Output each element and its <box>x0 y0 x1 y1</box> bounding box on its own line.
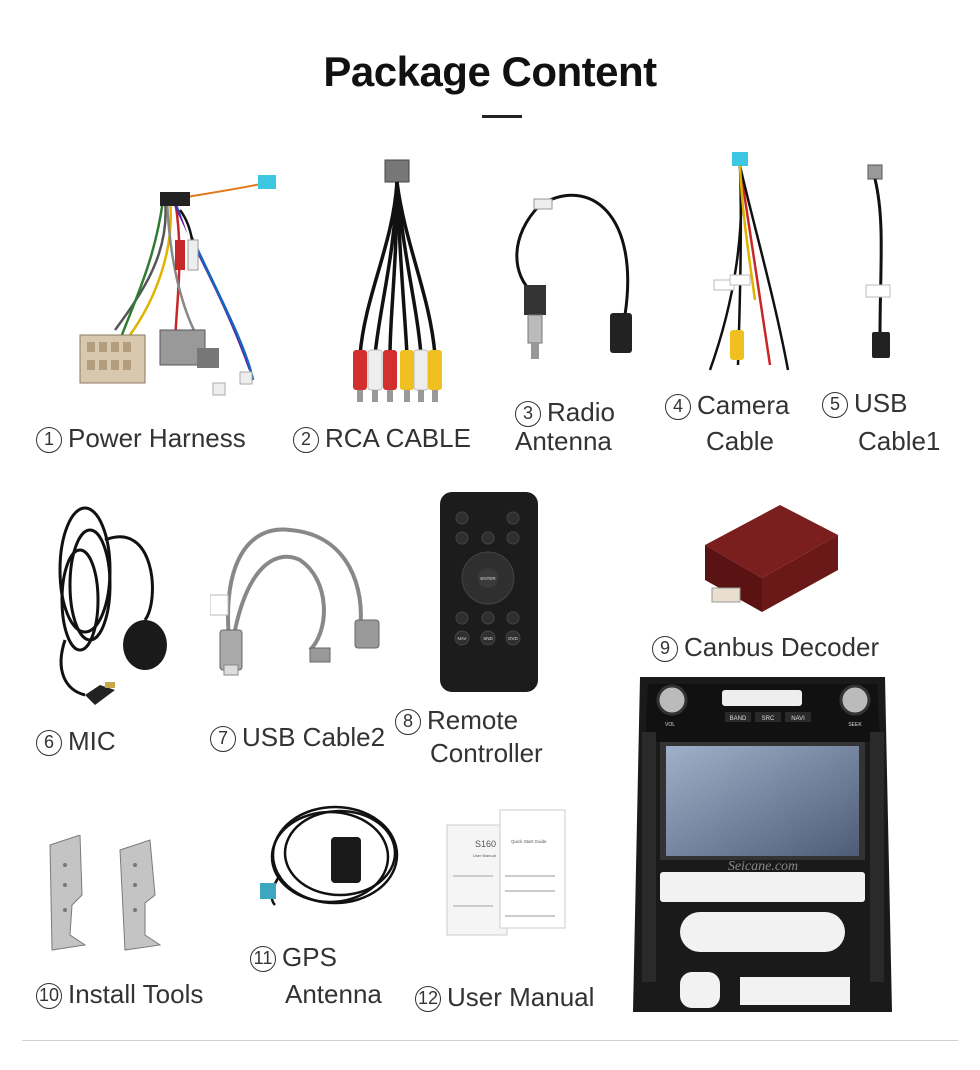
head-unit-band-button: BAND <box>730 716 747 722</box>
manual-quickstart-text: Quick Start Guide <box>511 839 547 844</box>
caption-gps-antenna-line2: Antenna <box>285 977 382 1011</box>
manual-model-text: S160 <box>475 839 496 849</box>
item-label: RCA CABLE <box>325 423 471 453</box>
usb-cable1-image <box>860 160 905 365</box>
caption-radio-antenna-line2: Antenna <box>515 424 612 458</box>
item-number-badge: 4 <box>665 394 691 420</box>
item-number-badge: 10 <box>36 983 62 1009</box>
item-number-badge: 5 <box>822 392 848 418</box>
item-number-badge: 8 <box>395 709 421 735</box>
caption-usb-cable1-line2: Cable1 <box>858 424 940 458</box>
item-label-line2: Controller <box>430 738 543 768</box>
item-label-line1: USB <box>854 388 908 418</box>
item-label: Install Tools <box>68 979 204 1009</box>
title-underline <box>482 115 522 118</box>
item-label: Canbus Decoder <box>684 632 880 662</box>
item-label: User Manual <box>447 982 595 1012</box>
item-number-badge: 2 <box>293 427 319 453</box>
caption-camera-cable-line2: Cable <box>706 424 774 458</box>
remote-enter-key: ENTER <box>480 576 496 581</box>
item-label-line2: Antenna <box>515 426 612 456</box>
item-label-line1: GPS <box>282 942 337 972</box>
item-label-line2: Antenna <box>285 979 382 1009</box>
item-label: Power Harness <box>68 423 246 453</box>
rca-cable-image <box>345 155 455 410</box>
item-label-line2: Cable1 <box>858 426 941 456</box>
head-unit-watermark: Seicane.com <box>728 859 798 874</box>
canbus-decoder-image <box>700 500 840 615</box>
head-unit-image: BAND SRC NAVI VOL SEEK Seicane.com <box>630 672 895 1017</box>
head-unit-vol-label: VOL <box>665 722 675 728</box>
install-tools-image <box>40 835 175 955</box>
mic-image <box>45 500 175 710</box>
item-number-badge: 9 <box>652 636 678 662</box>
item-label-line2: Cable <box>706 426 774 456</box>
user-manual-image: S160 User Manual Quick Start Guide <box>445 805 570 940</box>
item-label-line1: Radio <box>547 397 615 427</box>
item-label-line1: Remote <box>427 705 519 735</box>
caption-remote-controller-line2: Controller <box>430 736 543 770</box>
footer-divider <box>22 1040 958 1041</box>
remote-dvd-key: DVD <box>508 636 518 641</box>
usb-cable2-image <box>210 520 390 680</box>
manual-title-text: User Manual <box>473 853 496 858</box>
item-label: USB Cable2 <box>242 722 386 752</box>
head-unit-navi-button: NAVI <box>791 716 805 722</box>
item-number-badge: 1 <box>36 427 62 453</box>
remote-controller-image: ENTER NAV SND DVD <box>438 490 540 695</box>
item-number-badge: 6 <box>36 730 62 756</box>
camera-cable-image <box>700 150 795 380</box>
item-label-line1: Camera <box>697 390 790 420</box>
page-title: Package Content <box>323 48 657 95</box>
remote-snd-key: SND <box>483 636 493 641</box>
item-number-badge: 3 <box>515 401 541 427</box>
item-number-badge: 7 <box>210 726 236 752</box>
radio-antenna-image <box>510 185 645 365</box>
power-harness-image <box>75 170 285 400</box>
item-number-badge: 12 <box>415 986 441 1012</box>
head-unit-src-button: SRC <box>762 716 775 722</box>
remote-nav-key: NAV <box>458 636 467 641</box>
head-unit-seek-label: SEEK <box>848 722 862 728</box>
gps-antenna-image <box>255 795 405 915</box>
item-number-badge: 11 <box>250 946 276 972</box>
item-label: MIC <box>68 726 116 756</box>
